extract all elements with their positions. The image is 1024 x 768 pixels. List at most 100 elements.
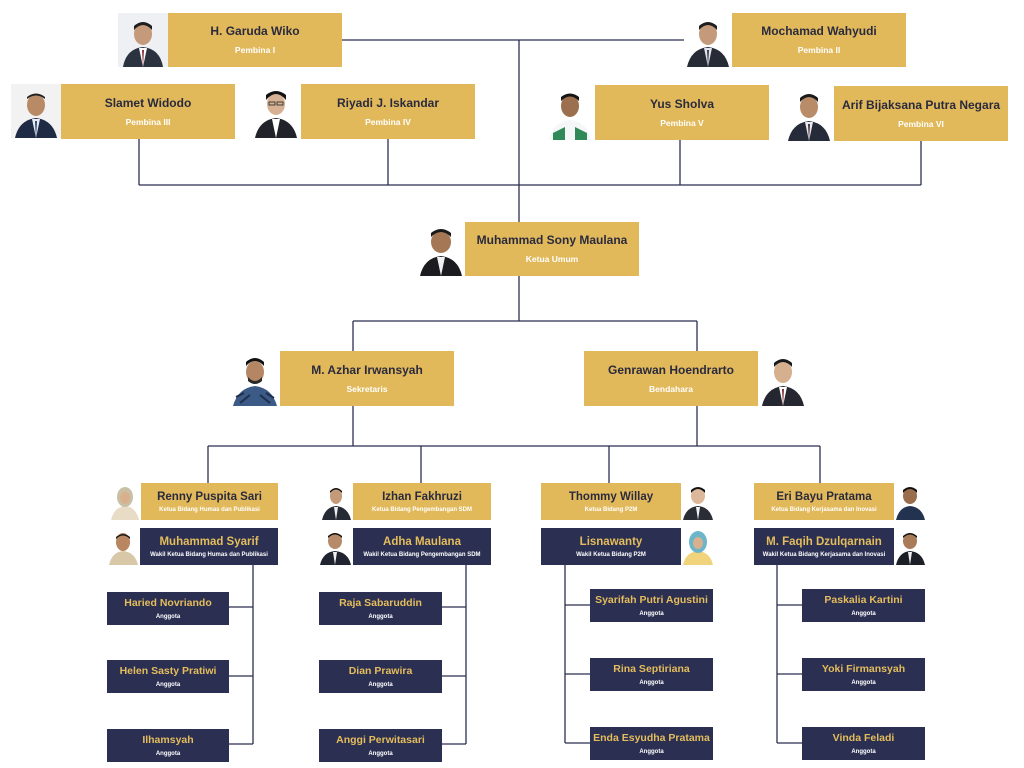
anggota-1-3-card: Ilhamsyah Anggota [107,729,229,762]
ketua-umum-card: Muhammad Sony Maulana Ketua Umum [465,222,639,276]
photo-wakil-bidang-4 [894,528,927,565]
ketua-bidang-4-card: Eri Bayu Pratama Ketua Bidang Kerjasama … [754,483,894,520]
photo-sekretaris [230,351,280,406]
pembina-2-role: Pembina II [797,45,841,55]
photo-pembina-5 [545,85,595,140]
photo-ketua-umum [417,222,465,276]
pembina-5-card: Yus Sholva Pembina V [595,85,769,140]
anggota-3-3-role: Anggota [639,748,664,755]
pembina-6-name: Arif Bijaksana Putra Negara [841,97,1001,112]
anggota-2-2-card: Dian Prawira Anggota [319,660,442,693]
pembina-4-role: Pembina IV [365,116,411,127]
wakil-bidang-1-role: Wakil Ketua Bidang Humas dan Publikasi [150,551,268,558]
anggota-3-3-card: Enda Esyudha Pratama Anggota [590,727,713,760]
photo-pembina-2 [684,13,732,67]
photo-wakil-bidang-2 [318,528,353,565]
sekretaris-role: Sekretaris [346,383,388,394]
ketua-bidang-1-role: Ketua Bidang Humas dan Publikasi [159,506,260,513]
photo-ketua-bidang-3 [681,483,715,520]
ketua-bidang-4-role: Ketua Bidang Kerjasama dan Inovasi [771,506,877,513]
anggota-2-2-name: Dian Prawira [348,664,413,677]
ketua-bidang-3-card: Thommy Willay Ketua Bidang P2M [541,483,681,520]
pembina-2-card: Mochamad Wahyudi Pembina II [732,13,906,67]
anggota-3-3-name: Enda Esyudha Pratama [593,731,710,744]
bendahara-role: Bendahara [649,383,693,394]
wakil-bidang-3-card: Lisnawanty Wakil Ketua Bidang P2M [541,528,681,565]
anggota-1-1-card: Haried Novriando Anggota [107,592,229,625]
photo-wakil-bidang-1 [107,528,140,565]
anggota-4-3-role: Anggota [851,748,876,755]
anggota-2-3-name: Anggi Perwitasari [336,733,425,746]
pembina-4-card: Riyadi J. Iskandar Pembina IV [301,84,475,139]
anggota-3-1-role: Anggota [639,610,664,617]
wakil-bidang-4-card: M. Faqih Dzulqarnain Wakil Ketua Bidang … [754,528,894,565]
anggota-2-1-name: Raja Sabaruddin [339,596,422,609]
wakil-bidang-4-role: Wakil Ketua Bidang Kerjasama dan Inovasi [762,551,886,558]
anggota-1-2-name: Helen Sasty Pratiwi [119,664,217,677]
ketua-bidang-2-card: Izhan Fakhruzi Ketua Bidang Pengembangan… [353,483,491,520]
photo-ketua-bidang-4 [894,483,927,520]
wakil-bidang-2-role: Wakil Ketua Bidang Pengembangan SDM [363,551,481,558]
anggota-4-1-card: Paskalia Kartini Anggota [802,589,925,622]
wakil-bidang-2-name: Adha Maulana [383,535,461,548]
anggota-4-2-role: Anggota [851,679,876,686]
pembina-1-role: Pembina I [234,45,276,55]
pembina-6-role: Pembina VI [898,118,944,129]
anggota-3-2-name: Rina Septiriana [613,662,690,675]
anggota-4-2-name: Yoki Firmansyah [821,662,906,675]
anggota-4-2-card: Yoki Firmansyah Anggota [802,658,925,691]
wakil-bidang-4-name: M. Faqih Dzulqarnain [766,535,882,548]
anggota-4-3-card: Vinda Feladi Anggota [802,727,925,760]
photo-pembina-4 [251,84,301,138]
anggota-3-1-name: Syarifah Putri Agustini [595,593,708,606]
wakil-bidang-1-name: Muhammad Syarif [159,535,259,548]
photo-pembina-1 [118,13,168,67]
anggota-2-1-role: Anggota [368,613,393,620]
anggota-3-1-card: Syarifah Putri Agustini Anggota [590,589,713,622]
ketua-bidang-4-name: Eri Bayu Pratama [776,490,872,503]
ketua-bidang-3-role: Ketua Bidang P2M [584,506,638,513]
ketua-bidang-1-card: Renny Puspita Sari Ketua Bidang Humas da… [141,483,278,520]
anggota-2-3-card: Anggi Perwitasari Anggota [319,729,442,762]
pembina-5-name: Yus Sholva [649,96,715,111]
anggota-3-2-role: Anggota [639,679,664,686]
sekretaris-name: M. Azhar Irwansyah [311,362,423,377]
bendahara-name: Genrawan Hoendrarto [607,362,735,377]
anggota-4-1-role: Anggota [851,610,876,617]
photo-wakil-bidang-3 [681,528,715,565]
pembina-2-name: Mochamad Wahyudi [761,24,877,38]
anggota-2-1-card: Raja Sabaruddin Anggota [319,592,442,625]
wakil-bidang-2-card: Adha Maulana Wakil Ketua Bidang Pengemba… [353,528,491,565]
pembina-6-card: Arif Bijaksana Putra Negara Pembina VI [834,86,1008,141]
anggota-2-3-role: Anggota [368,750,393,757]
anggota-3-2-card: Rina Septiriana Anggota [590,658,713,691]
photo-bendahara [758,351,808,406]
anggota-4-1-name: Paskalia Kartini [824,593,903,606]
pembina-4-name: Riyadi J. Iskandar [336,95,440,110]
ketua-umum-role: Ketua Umum [525,254,579,264]
photo-pembina-3 [11,84,61,138]
ketua-umum-name: Muhammad Sony Maulana [476,233,628,247]
pembina-1-name: H. Garuda Wiko [210,24,300,38]
wakil-bidang-3-role: Wakil Ketua Bidang P2M [576,551,646,558]
sekretaris-card: M. Azhar Irwansyah Sekretaris [280,351,454,406]
anggota-1-1-name: Haried Novriando [124,596,212,609]
anggota-1-3-role: Anggota [155,750,181,757]
photo-ketua-bidang-2 [320,483,353,520]
ketua-bidang-3-name: Thommy Willay [568,490,654,503]
pembina-1-card: H. Garuda Wiko Pembina I [168,13,342,67]
pembina-3-card: Slamet Widodo Pembina III [61,84,235,139]
anggota-1-2-role: Anggota [155,681,181,688]
anggota-4-3-name: Vinda Feladi [832,731,895,744]
ketua-bidang-2-name: Izhan Fakhruzi [382,490,462,503]
ketua-bidang-2-role: Ketua Bidang Pengembangan SDM [371,506,472,513]
wakil-bidang-3-name: Lisnawanty [579,535,643,548]
wakil-bidang-1-card: Muhammad Syarif Wakil Ketua Bidang Humas… [140,528,278,565]
pembina-5-role: Pembina V [660,117,704,128]
anggota-1-1-role: Anggota [155,613,181,620]
bendahara-card: Genrawan Hoendrarto Bendahara [584,351,758,406]
anggota-1-2-card: Helen Sasty Pratiwi Anggota [107,660,229,693]
photo-pembina-6 [784,86,834,141]
ketua-bidang-1-name: Renny Puspita Sari [157,490,262,503]
